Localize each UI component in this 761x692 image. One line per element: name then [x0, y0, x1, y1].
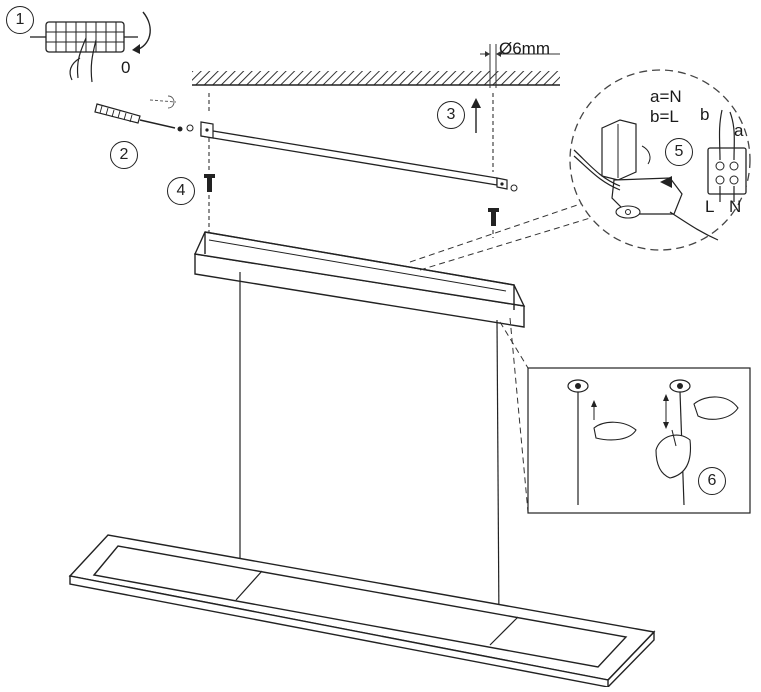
terminal-n-label: N	[729, 197, 742, 216]
lamp-frame	[68, 534, 656, 688]
step-number: 5	[665, 138, 693, 166]
switch-off-label: 0	[121, 58, 131, 77]
wire-a-label: a=N	[650, 87, 682, 106]
letter-b-label: b	[700, 105, 710, 124]
wire-b-label: b=L	[650, 107, 679, 126]
hole-diameter-label: Ø6mm	[499, 39, 550, 58]
canopy-box	[193, 231, 526, 328]
terminal-block-illustration	[30, 11, 151, 83]
zoom-lines	[409, 199, 601, 513]
screwdriver-illustration	[94, 95, 183, 132]
step-number: 4	[167, 177, 195, 205]
letter-a-label: a	[734, 121, 744, 140]
step-number: 3	[437, 101, 465, 129]
ceiling	[192, 44, 560, 88]
step-number: 2	[110, 141, 138, 169]
screw-icon	[204, 174, 499, 226]
alignment-guides	[208, 93, 494, 260]
mounting-bracket	[186, 121, 518, 192]
arrow-up-icon	[471, 98, 481, 133]
terminal-l-label: L	[705, 197, 715, 216]
step-number: 6	[698, 467, 726, 495]
wiring-detail-callout	[569, 69, 751, 251]
step-number: 1	[6, 6, 34, 34]
